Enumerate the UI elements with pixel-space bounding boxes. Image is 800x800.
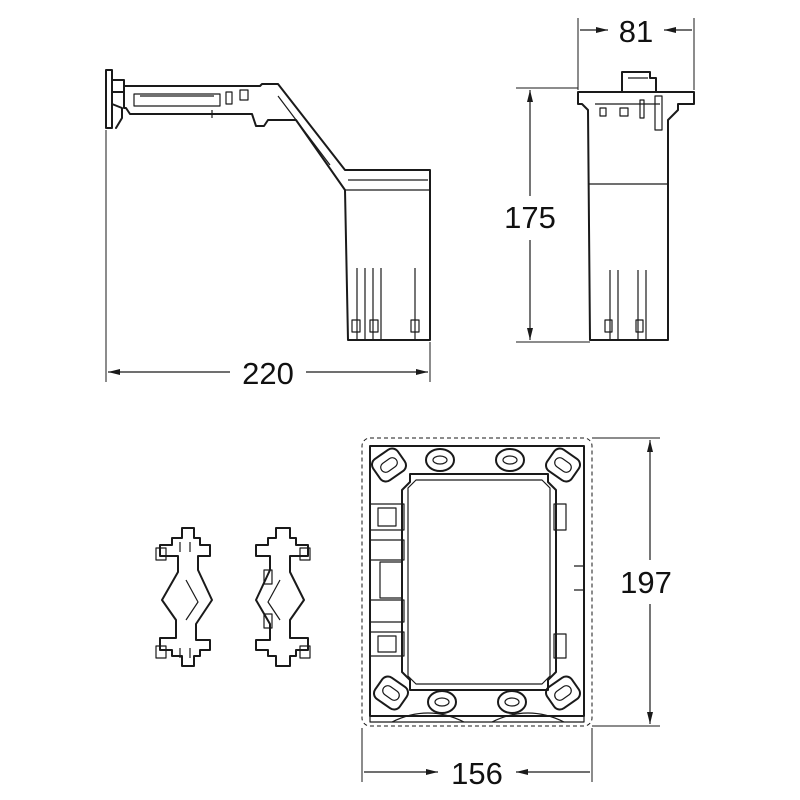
screw-slot-top-right — [545, 447, 581, 483]
dimension-label-197: 197 — [620, 565, 672, 600]
mounting-frame — [361, 437, 593, 727]
dimension-front-height: 175 — [504, 87, 590, 343]
mounting-clip-left — [155, 527, 213, 667]
screw-slot-bottom-mid-left — [427, 690, 457, 714]
mounting-clip-right — [255, 527, 311, 667]
dimension-front-width: 81 — [577, 14, 695, 90]
screw-slot-top-mid-left — [425, 448, 455, 472]
dimension-label-81: 81 — [619, 14, 653, 49]
dimension-label-156: 156 — [451, 756, 503, 791]
dimension-label-175: 175 — [504, 200, 556, 235]
screw-slot-bottom-mid-right — [497, 690, 527, 714]
side-view-bracket — [105, 69, 431, 341]
dimension-label-220: 220 — [242, 356, 294, 391]
dimension-frame-height: 197 — [592, 437, 672, 727]
screw-slot-top-left — [371, 447, 407, 483]
screw-slot-bottom-left — [373, 675, 409, 711]
dimension-side-width: 220 — [105, 130, 431, 391]
dimension-frame-width: 156 — [361, 728, 593, 791]
front-view-bracket — [577, 71, 695, 341]
screw-slot-bottom-right — [545, 675, 581, 711]
screw-slot-top-mid-right — [495, 448, 525, 472]
